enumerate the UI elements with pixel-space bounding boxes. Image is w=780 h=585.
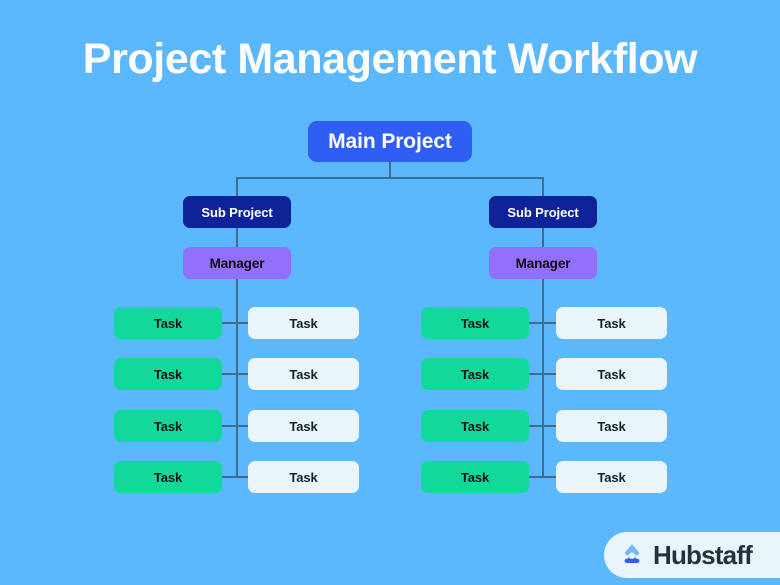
connector-right-sub-to-manager xyxy=(542,228,544,248)
connector-left-drop xyxy=(236,177,238,197)
node-task-left-branch-green-2[interactable]: Task xyxy=(114,358,222,390)
connector-right-rung-4 xyxy=(528,476,557,478)
node-task-right-branch-light-1[interactable]: Task xyxy=(556,307,667,339)
node-task-left-branch-green-4[interactable]: Task xyxy=(114,461,222,493)
node-task-left-branch-light-2[interactable]: Task xyxy=(248,358,359,390)
connector-right-rung-1 xyxy=(528,322,557,324)
connector-left-rung-4 xyxy=(221,476,249,478)
page-title: Project Management Workflow xyxy=(82,35,698,83)
node-task-left-branch-green-3[interactable]: Task xyxy=(114,410,222,442)
hubstaff-logo-icon xyxy=(624,544,640,563)
connector-left-rung-1 xyxy=(221,322,249,324)
hubstaff-wordmark: Hubstaff xyxy=(653,539,753,570)
connector-root-bus xyxy=(236,177,544,179)
node-task-right-branch-green-2[interactable]: Task xyxy=(421,358,529,390)
node-sub-project-left[interactable]: Sub Project xyxy=(183,196,291,228)
hubstaff-badge[interactable]: Hubstaff xyxy=(604,532,780,578)
node-task-right-branch-green-4[interactable]: Task xyxy=(421,461,529,493)
connector-right-rung-3 xyxy=(528,425,557,427)
node-main-project[interactable]: Main Project xyxy=(308,121,472,162)
node-task-right-branch-green-3[interactable]: Task xyxy=(421,410,529,442)
connector-right-rung-2 xyxy=(528,373,557,375)
connector-right-drop xyxy=(542,177,544,197)
node-sub-project-right[interactable]: Sub Project xyxy=(489,196,597,228)
node-task-left-branch-light-3[interactable]: Task xyxy=(248,410,359,442)
connector-root-stem xyxy=(389,162,391,178)
node-task-right-branch-light-4[interactable]: Task xyxy=(556,461,667,493)
connector-left-sub-to-manager xyxy=(236,228,238,248)
node-task-right-branch-light-3[interactable]: Task xyxy=(556,410,667,442)
connector-right-spine xyxy=(542,279,544,478)
connector-left-spine xyxy=(236,279,238,478)
node-task-left-branch-green-1[interactable]: Task xyxy=(114,307,222,339)
node-task-left-branch-light-4[interactable]: Task xyxy=(248,461,359,493)
node-manager-right[interactable]: Manager xyxy=(489,247,597,279)
connector-left-rung-2 xyxy=(221,373,249,375)
node-task-left-branch-light-1[interactable]: Task xyxy=(248,307,359,339)
node-manager-left[interactable]: Manager xyxy=(183,247,291,279)
connector-left-rung-3 xyxy=(221,425,249,427)
node-task-right-branch-light-2[interactable]: Task xyxy=(556,358,667,390)
node-task-right-branch-green-1[interactable]: Task xyxy=(421,307,529,339)
